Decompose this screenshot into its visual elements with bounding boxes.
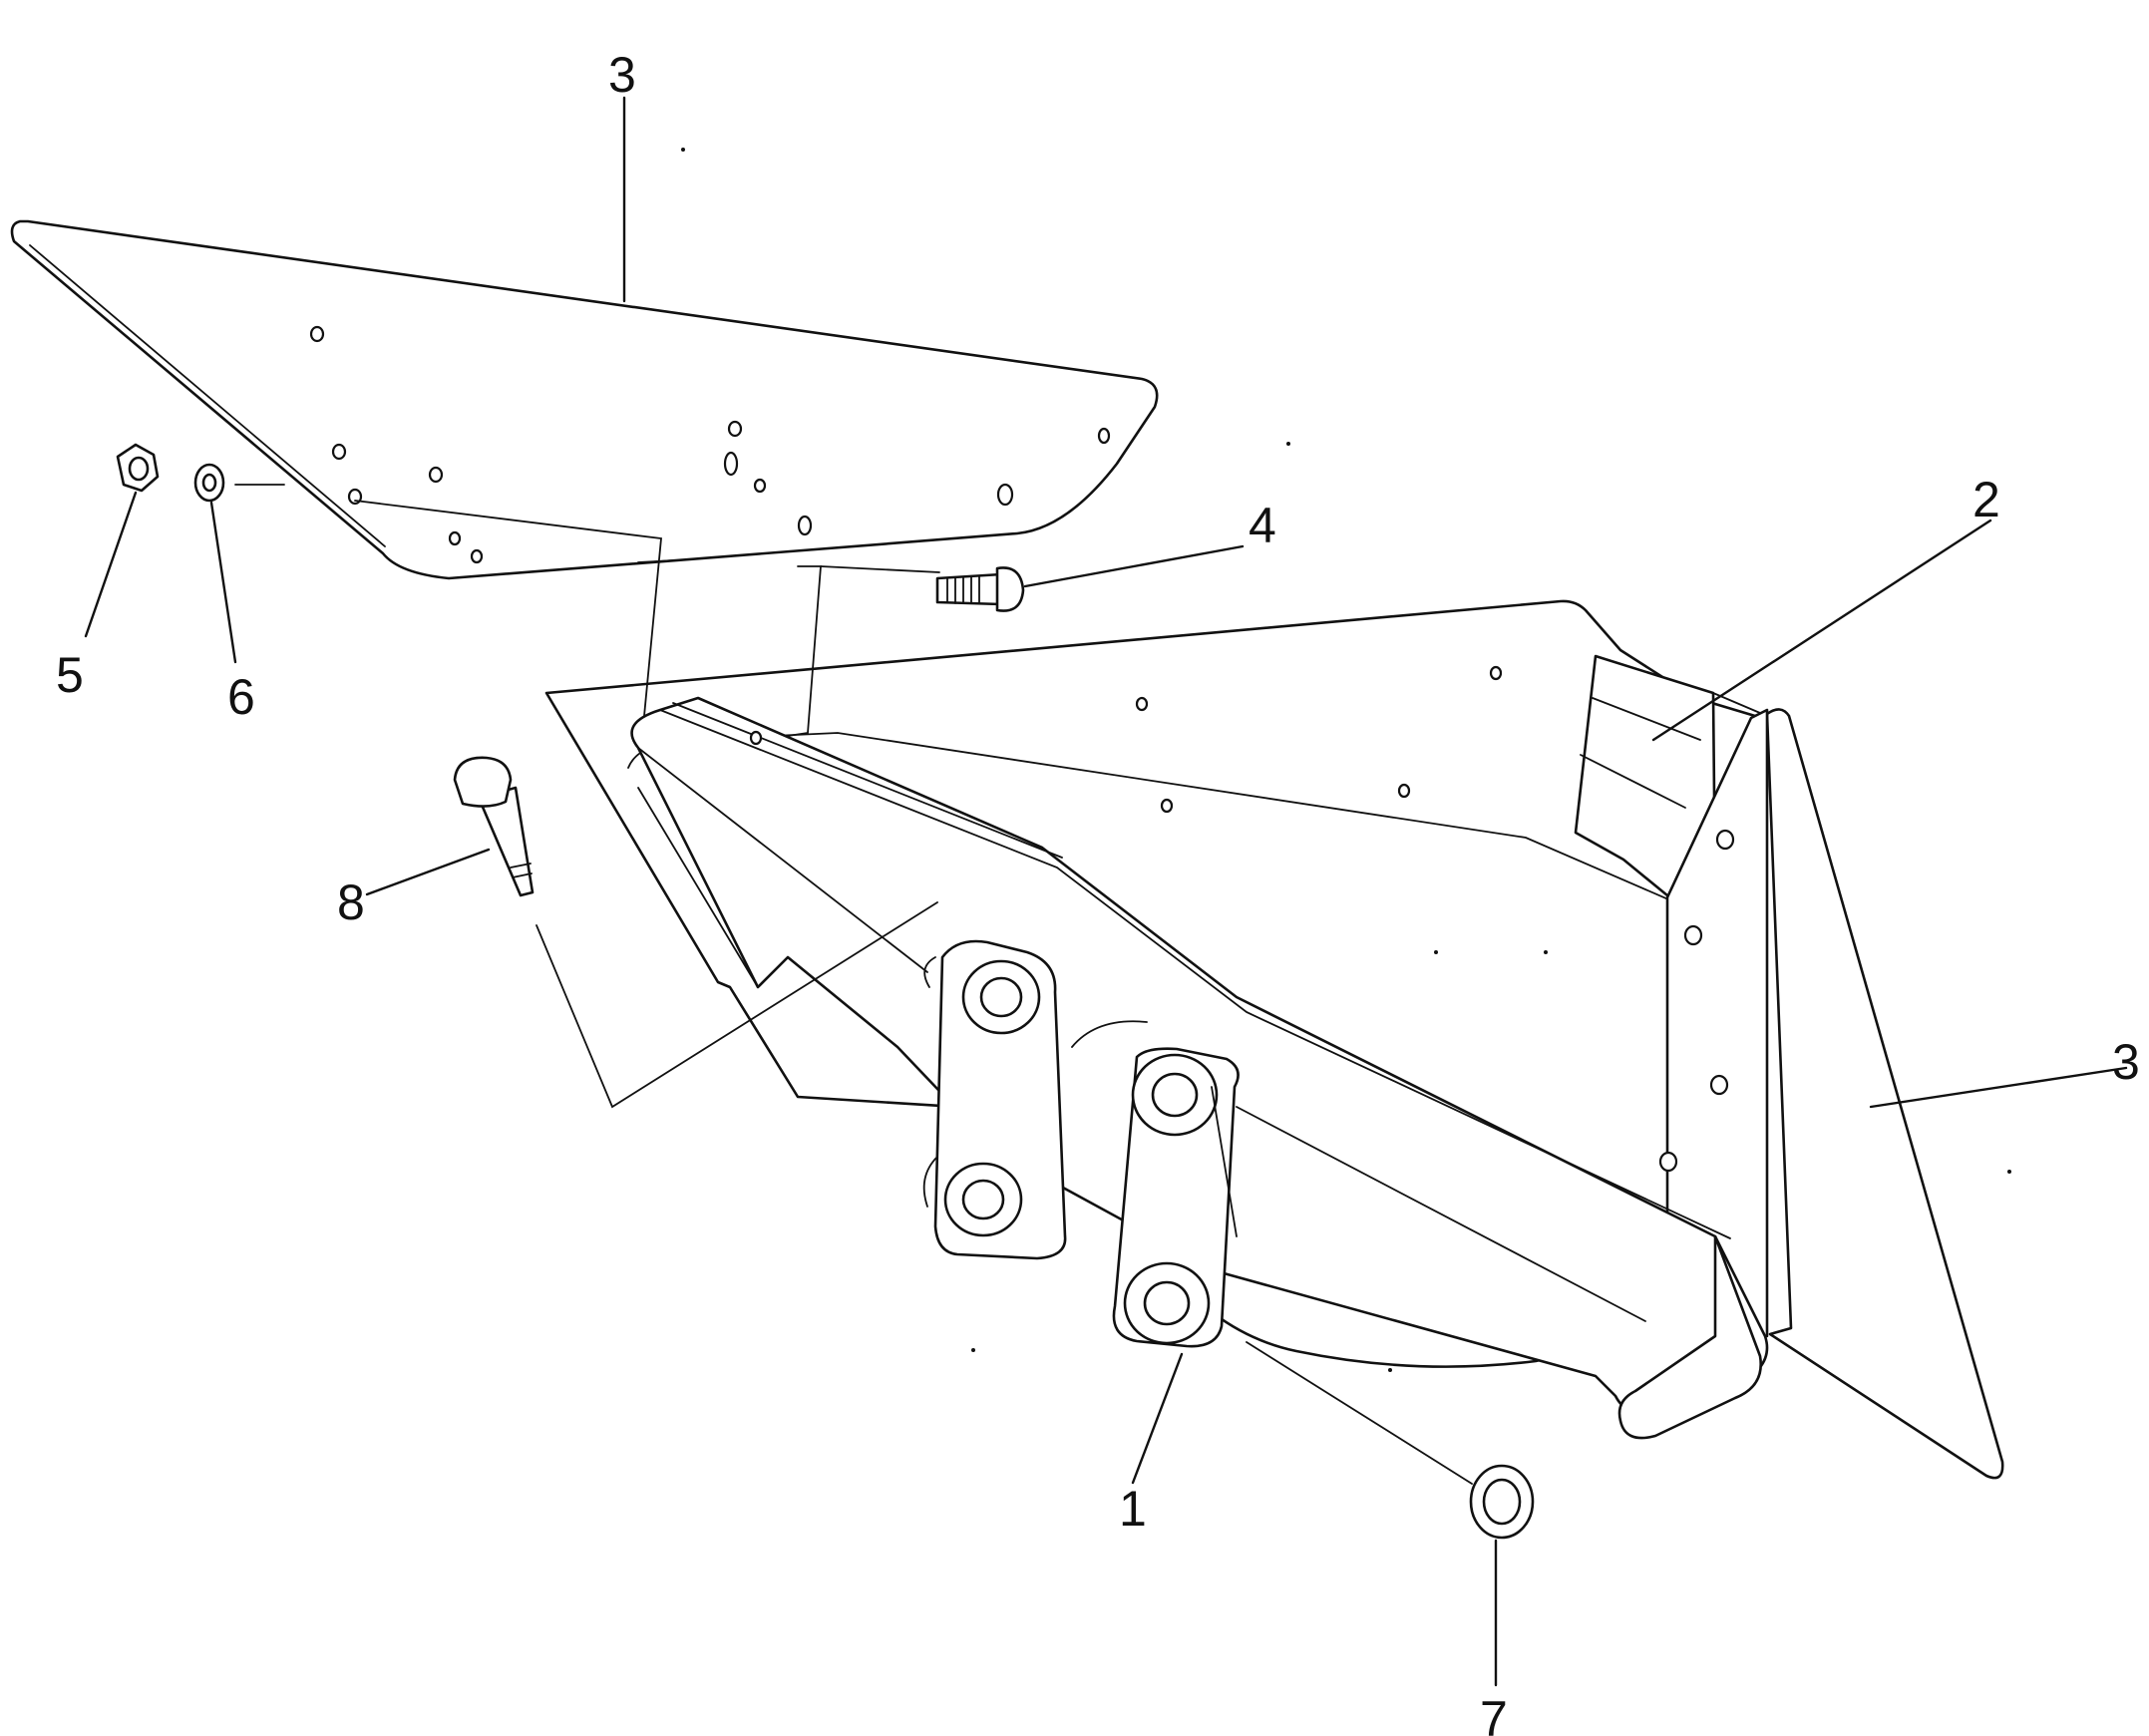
scan-specks	[681, 148, 2011, 1372]
plate-hole	[309, 325, 325, 343]
callout-1: 1	[1119, 1481, 1147, 1537]
callout-6: 6	[227, 669, 255, 725]
plate-hole	[470, 548, 484, 564]
plate-hole	[723, 451, 739, 477]
callout-leaders	[84, 96, 2128, 1687]
plate-hole	[727, 420, 743, 438]
clevis-left	[922, 939, 1067, 1260]
plate-hole	[428, 466, 444, 484]
frame-hole	[1489, 665, 1503, 681]
bracket-hole	[1709, 1074, 1729, 1096]
washer-6	[193, 463, 225, 503]
bracket-hole	[1715, 829, 1735, 851]
frame-hole	[1397, 783, 1411, 799]
plate-hole	[753, 478, 767, 494]
callout-2: 2	[1972, 472, 2000, 527]
nut-5	[116, 443, 160, 493]
callout-3-top: 3	[608, 47, 636, 103]
frame-hole	[749, 730, 763, 746]
plate-hole	[331, 443, 347, 461]
callout-3-right: 3	[2112, 1034, 2140, 1090]
plate-hole	[1097, 427, 1111, 445]
bolt-4	[935, 566, 1025, 612]
clevis-right	[1112, 1047, 1240, 1348]
washer-7	[1469, 1464, 1535, 1540]
cover-plate-top	[10, 219, 1159, 580]
bracket-hole	[1658, 1151, 1678, 1173]
callout-4: 4	[1249, 498, 1276, 553]
plate-hole	[797, 515, 813, 536]
plate-hole	[996, 483, 1014, 507]
bracket-hole	[1683, 924, 1703, 946]
callout-7: 7	[1480, 1691, 1508, 1736]
frame-hole	[1160, 798, 1174, 814]
callout-labels: 3 2 4 5 6 8 3 1 7	[56, 47, 2140, 1736]
cover-plate-right	[1765, 708, 2004, 1480]
plate-hole	[448, 530, 462, 546]
assembly-lines	[234, 484, 1473, 1485]
frame-hole	[1135, 696, 1149, 712]
bolt-8	[453, 756, 535, 897]
callout-5: 5	[56, 647, 84, 703]
callout-8: 8	[337, 874, 365, 930]
